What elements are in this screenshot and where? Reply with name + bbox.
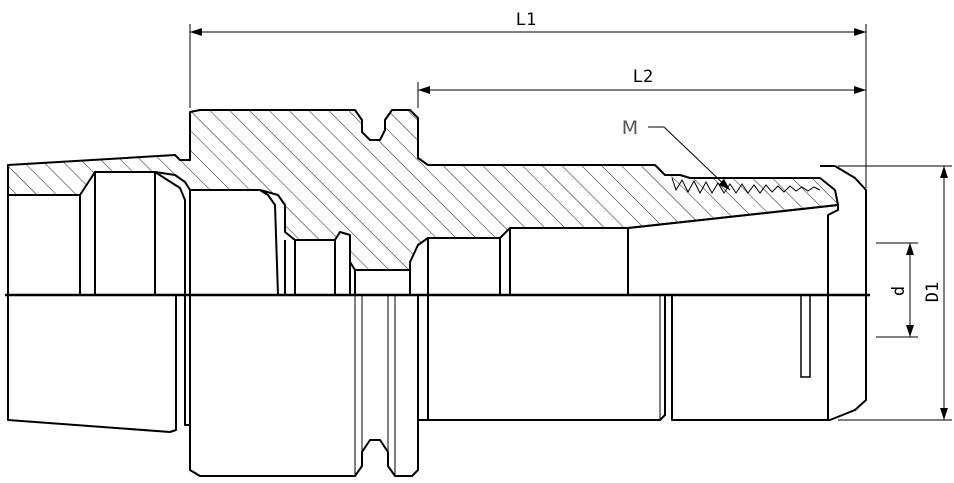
dimension-l2: L2 [417, 67, 866, 108]
leader-m: M [622, 117, 731, 191]
dim-label-d: d [889, 286, 909, 296]
dim-label-l2: L2 [633, 67, 653, 87]
thread-label-m: M [622, 117, 638, 139]
dimension-l1: L1 [189, 10, 867, 188]
collet-slot [800, 294, 811, 378]
section-outline-outer [7, 165, 867, 295]
exterior-outline [7, 294, 867, 477]
dimension-d: d [876, 242, 918, 338]
thread-teeth [671, 177, 821, 195]
section-view [7, 109, 867, 296]
dimension-d1: D1 [838, 165, 952, 421]
exterior-view [7, 294, 867, 477]
dim-label-d1: D1 [923, 282, 943, 302]
exterior-details [354, 295, 661, 476]
section-bores [79, 171, 839, 296]
dim-label-l1: L1 [516, 10, 536, 30]
